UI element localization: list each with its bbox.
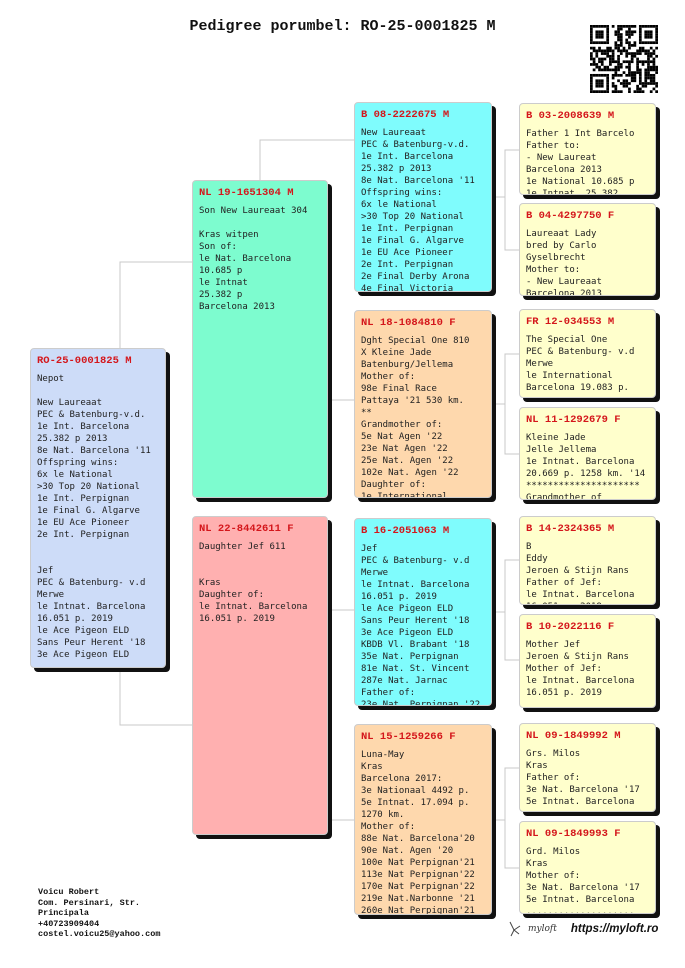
ring-number: B 16-2051063 M (361, 525, 450, 537)
ring-number: B 10-2022116 F (526, 621, 615, 633)
pigeon-card-fmf[interactable]: FR 12-034553 M The Special One PEC & Bat… (519, 309, 656, 398)
pigeon-notes: Mother Jef Jeroen & Stijn Rans Mother of… (526, 640, 635, 698)
pigeon-card-maternal-grandmother[interactable]: NL 15-1259266 F Luna-May Kras Barcelona … (354, 724, 492, 915)
ring-number: NL 09-1849992 M (526, 730, 621, 742)
pigeon-card-father[interactable]: NL 19-1651304 M Son New Laureaat 304 Kra… (192, 180, 328, 498)
pigeon-notes: Grs. Milos Kras Father of: 3e Nat. Barce… (526, 749, 640, 811)
pigeon-notes: Nepot New Laureaat PEC & Batenburg-v.d. … (37, 374, 151, 660)
pigeon-notes: The Special One PEC & Batenburg- v.d Mer… (526, 335, 635, 397)
pigeon-notes: Grd. Milos Kras Mother of: 3e Nat. Barce… (526, 847, 640, 914)
brand-url-link[interactable]: https://myloft.ro (570, 923, 659, 935)
page-title: Pedigree porumbel: RO-25-0001825 M (189, 18, 496, 35)
brand-logo-text: myloft (528, 924, 557, 934)
qr-code (590, 25, 658, 93)
pigeon-notes: New Laureaat PEC & Batenburg-v.d. 1e Int… (361, 128, 475, 292)
pigeon-card-ffm[interactable]: B 04-4297750 F Laureaat Lady bred by Car… (519, 203, 656, 296)
owner-phone: +40723909404 (38, 918, 100, 929)
pigeon-notes: Dght Special One 810 X Kleine Jade Baten… (361, 336, 470, 498)
pigeon-card-mmf[interactable]: NL 09-1849992 M Grs. Milos Kras Father o… (519, 723, 656, 812)
ring-number: NL 19-1651304 M (199, 187, 294, 199)
pigeon-notes: Son New Laureaat 304 Kras witpen Son of:… (199, 206, 308, 312)
ring-number: NL 22-8442611 F (199, 523, 294, 535)
owner-name: Voicu Robert (38, 887, 100, 897)
ring-number: B 08-2222675 M (361, 109, 450, 121)
ring-number: NL 18-1084810 F (361, 317, 456, 329)
pigeon-card-mmm[interactable]: NL 09-1849993 F Grd. Milos Kras Mother o… (519, 821, 656, 914)
pigeon-card-mff[interactable]: B 14-2324365 M B Eddy Jeroen & Stijn Ran… (519, 516, 656, 605)
pigeon-card-fff[interactable]: B 03-2008639 M Father 1 Int Barcelo Fath… (519, 103, 656, 195)
pigeon-card-mfm[interactable]: B 10-2022116 F Mother Jef Jeroen & Stijn… (519, 614, 656, 708)
pigeon-notes: Laureaat Lady bred by Carlo Gyselbrecht … (526, 229, 602, 296)
pigeon-card-fmm[interactable]: NL 11-1292679 F Kleine Jade Jelle Jellem… (519, 407, 656, 500)
pigeon-notes: Jef PEC & Batenburg- v.d Merwe le Intnat… (361, 544, 481, 706)
ring-number: NL 09-1849993 F (526, 828, 621, 840)
owner-email[interactable]: costel.voicu25@yahoo.com (38, 929, 161, 939)
pigeon-card-mother[interactable]: NL 22-8442611 F Daughter Jef 611 Kras Da… (192, 516, 328, 835)
owner-contact: Voicu Robert Com. Persinari, Str. Princi… (38, 887, 160, 940)
pigeon-notes: Father 1 Int Barcelo Father to: - New La… (526, 129, 635, 195)
pigeon-card-paternal-grandfather[interactable]: B 08-2222675 M New Laureaat PEC & Batenb… (354, 102, 492, 292)
ring-number: B 04-4297750 F (526, 210, 615, 222)
ring-number: B 03-2008639 M (526, 110, 615, 122)
owner-address-line1: Com. Persinari, Str. (38, 897, 141, 908)
brand-footer: myloft https://myloft.ro (508, 920, 658, 938)
owner-address-line2: Principala (38, 908, 90, 918)
ring-number: NL 11-1292679 F (526, 414, 621, 426)
pigeon-logo-icon (509, 921, 521, 937)
ring-number: NL 15-1259266 F (361, 731, 456, 743)
pigeon-card-maternal-grandfather[interactable]: B 16-2051063 M Jef PEC & Batenburg- v.d … (354, 518, 492, 706)
pigeon-card-subject[interactable]: RO-25-0001825 M Nepot New Laureaat PEC &… (30, 348, 166, 668)
ring-number: B 14-2324365 M (526, 523, 615, 535)
pigeon-notes: Daughter Jef 611 Kras Daughter of: le In… (199, 542, 308, 624)
ring-number: RO-25-0001825 M (37, 355, 132, 367)
pigeon-notes: Kleine Jade Jelle Jellema 1e Intnat. Bar… (526, 433, 646, 500)
pigeon-notes: Luna-May Kras Barcelona 2017: 3e Nationa… (361, 750, 475, 915)
ring-number: FR 12-034553 M (526, 316, 615, 328)
pigeon-notes: B Eddy Jeroen & Stijn Rans Father of Jef… (526, 542, 635, 604)
pigeon-card-paternal-grandmother[interactable]: NL 18-1084810 F Dght Special One 810 X K… (354, 310, 492, 498)
